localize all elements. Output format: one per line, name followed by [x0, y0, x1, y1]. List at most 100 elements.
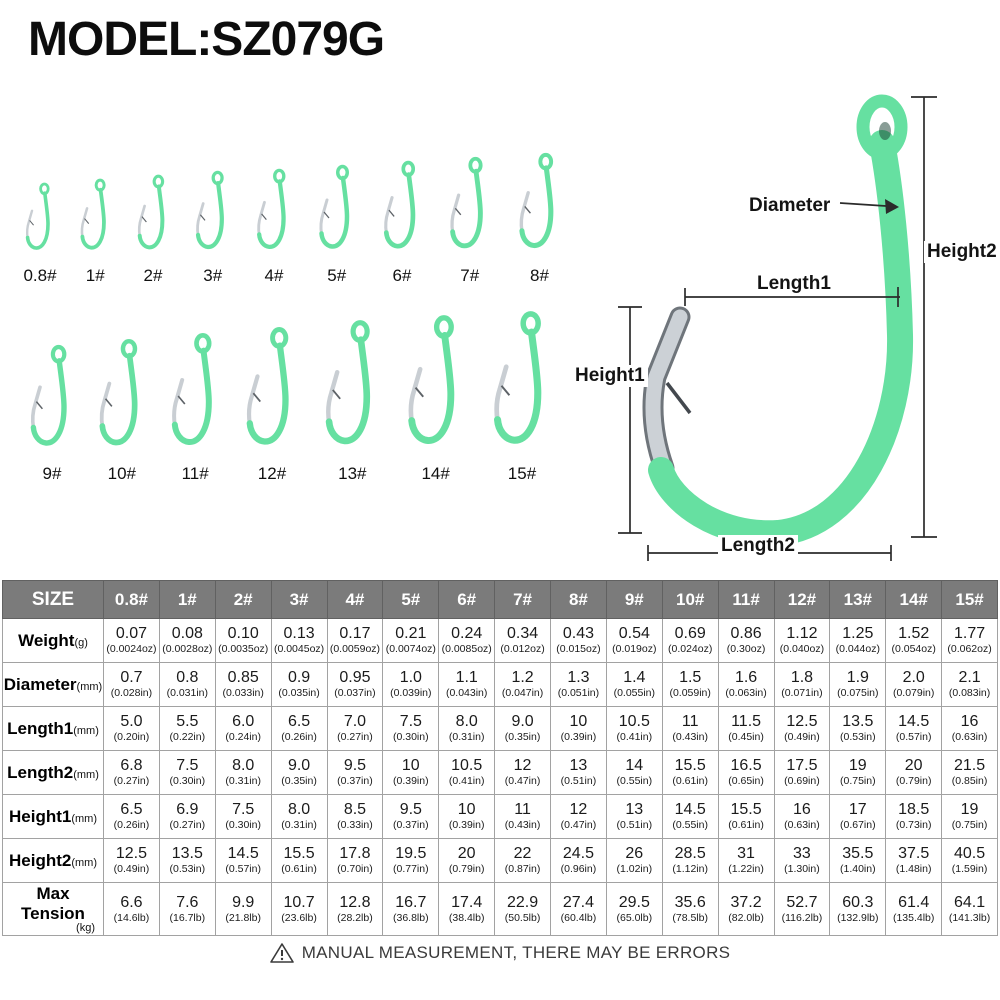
- hook-measurement-diagram: Diameter Height2 Length1 Height1 Length2: [568, 85, 1000, 577]
- table-cell: 1.6(0.063in): [717, 662, 775, 707]
- row-label: Height2(mm): [2, 838, 104, 883]
- hook-icon: [257, 168, 286, 249]
- table-header-cell: 12#: [773, 580, 831, 619]
- table-cell: 15.5(0.61in): [270, 838, 328, 883]
- table-header-cell: 1#: [158, 580, 216, 619]
- table-cell: 0.21(0.0074oz): [382, 618, 440, 663]
- hook-size-label: 3#: [203, 266, 223, 285]
- table-cell: 1.8(0.071in): [773, 662, 831, 707]
- table-cell: 6.6(14.6lb): [103, 882, 160, 936]
- table-cell: 0.7(0.028in): [103, 662, 160, 707]
- table-cell: 8.0(0.31in): [270, 794, 328, 839]
- hook-size-label: 14#: [421, 464, 450, 483]
- table-header-cell: 13#: [829, 580, 887, 619]
- table-cell: 7.5(0.30in): [382, 706, 440, 751]
- table-cell: 10.5(0.41in): [605, 706, 663, 751]
- hook-item: 11#: [162, 332, 229, 484]
- table-cell: 27.4(60.4lb): [550, 882, 607, 936]
- hook-item: 1#: [74, 178, 117, 286]
- table-cell: 1.25(0.044oz): [829, 618, 887, 663]
- table-cell: 0.24(0.0085oz): [438, 618, 496, 663]
- hook-size-label: 4#: [264, 266, 284, 285]
- hook-item: 12#: [236, 326, 307, 484]
- hook-item: 14#: [397, 314, 474, 484]
- table-cell: 6.0(0.24in): [214, 706, 272, 751]
- table-cell: 64.1(141.3lb): [941, 882, 998, 936]
- row-label: Weight(g): [2, 618, 104, 663]
- table-cell: 1.12(0.040oz): [773, 618, 831, 663]
- table-header-cell: 0.8#: [103, 580, 160, 619]
- measurement-lines: [618, 96, 937, 561]
- table-header-cell: 4#: [326, 580, 384, 619]
- hook-eye-hole: [879, 122, 891, 140]
- height2-dimension-label: Height2: [924, 241, 1000, 263]
- hook-item: 3#: [189, 170, 236, 286]
- table-cell: 35.6(78.5lb): [661, 882, 719, 936]
- hook-icon: [137, 174, 164, 250]
- hook-size-label: 13#: [338, 464, 367, 483]
- diameter-arrowhead: [885, 199, 899, 214]
- table-cell: 5.5(0.22in): [158, 706, 216, 751]
- table-cell: 7.0(0.27in): [326, 706, 384, 751]
- hook-icon: [326, 320, 371, 445]
- hook-size-label: 1#: [85, 266, 105, 285]
- table-cell: 22.9(50.5lb): [494, 882, 551, 936]
- hook-icon: [408, 315, 455, 444]
- table-cell: 6.5(0.26in): [103, 794, 160, 839]
- table-cell: 60.3(132.9lb): [829, 882, 887, 936]
- table-cell: 9.9(21.8lb): [214, 882, 272, 936]
- hook-size-row-1: 0.8# 1# 2# 3# 4# 5# 6#: [20, 152, 568, 286]
- table-cell: 52.7(116.2lb): [773, 882, 831, 936]
- table-row: Weight(g)0.07(0.0024oz)0.08(0.0028oz)0.1…: [2, 618, 998, 663]
- table-cell: 18.5(0.73in): [885, 794, 943, 839]
- table-cell: 24.5(0.96in): [550, 838, 607, 883]
- table-cell: 6.5(0.26in): [270, 706, 328, 751]
- table-header-cell: 8#: [550, 580, 607, 619]
- hook-size-label: 2#: [143, 266, 163, 285]
- table-cell: 19.5(0.77in): [382, 838, 440, 883]
- hook-size-label: 9#: [42, 464, 62, 483]
- table-cell: 11(0.43in): [661, 706, 719, 751]
- hook-icon: [196, 170, 225, 250]
- table-header-cell: 11#: [717, 580, 775, 619]
- hook-icon: [519, 152, 554, 249]
- hook-item: 9#: [22, 344, 82, 484]
- table-cell: 14.5(0.55in): [661, 794, 719, 839]
- hook-item: 7#: [442, 156, 497, 286]
- table-cell: 37.5(1.48in): [885, 838, 943, 883]
- table-cell: 17.8(0.70in): [326, 838, 384, 883]
- hook-size-label: 12#: [257, 464, 287, 483]
- table-cell: 1.3(0.051in): [550, 662, 607, 707]
- table-cell: 28.5(1.12in): [661, 838, 719, 883]
- table-cell: 10.5(0.41in): [438, 750, 496, 795]
- table-cell: 12.5(0.49in): [103, 838, 160, 883]
- table-cell: 16.7(36.8lb): [382, 882, 440, 936]
- table-cell: 14.5(0.57in): [885, 706, 943, 751]
- warning-icon: [269, 943, 294, 963]
- table-cell: 8.0(0.31in): [214, 750, 272, 795]
- row-label: Length1(mm): [2, 706, 104, 751]
- table-cell: 7.5(0.30in): [158, 750, 216, 795]
- hook-icon: [171, 333, 212, 445]
- row-label: Max Tension(kg): [2, 882, 104, 936]
- hook-item: 4#: [250, 168, 298, 286]
- table-cell: 20(0.79in): [438, 838, 496, 883]
- table-header-cell: 10#: [661, 580, 719, 619]
- hook-item: 10#: [90, 338, 154, 484]
- table-cell: 12(0.47in): [550, 794, 607, 839]
- table-cell: 0.8(0.031in): [158, 662, 216, 707]
- table-cell: 0.34(0.012oz): [494, 618, 551, 663]
- table-cell: 13.5(0.53in): [158, 838, 216, 883]
- table-cell: 1.0(0.039in): [382, 662, 440, 707]
- table-cell: 19(0.75in): [829, 750, 887, 795]
- table-cell: 7.6(16.7lb): [158, 882, 216, 936]
- table-cell: 6.8(0.27in): [103, 750, 160, 795]
- hook-icon: [80, 178, 106, 250]
- table-cell: 0.86(0.30oz): [717, 618, 775, 663]
- table-cell: 12(0.47in): [494, 750, 551, 795]
- row-label: Height1(mm): [2, 794, 104, 839]
- table-cell: 35.5(1.40in): [829, 838, 887, 883]
- hook-icon: [25, 182, 50, 250]
- disclaimer-footer: MANUAL MEASUREMENT, THERE MAY BE ERRORS: [0, 942, 1000, 964]
